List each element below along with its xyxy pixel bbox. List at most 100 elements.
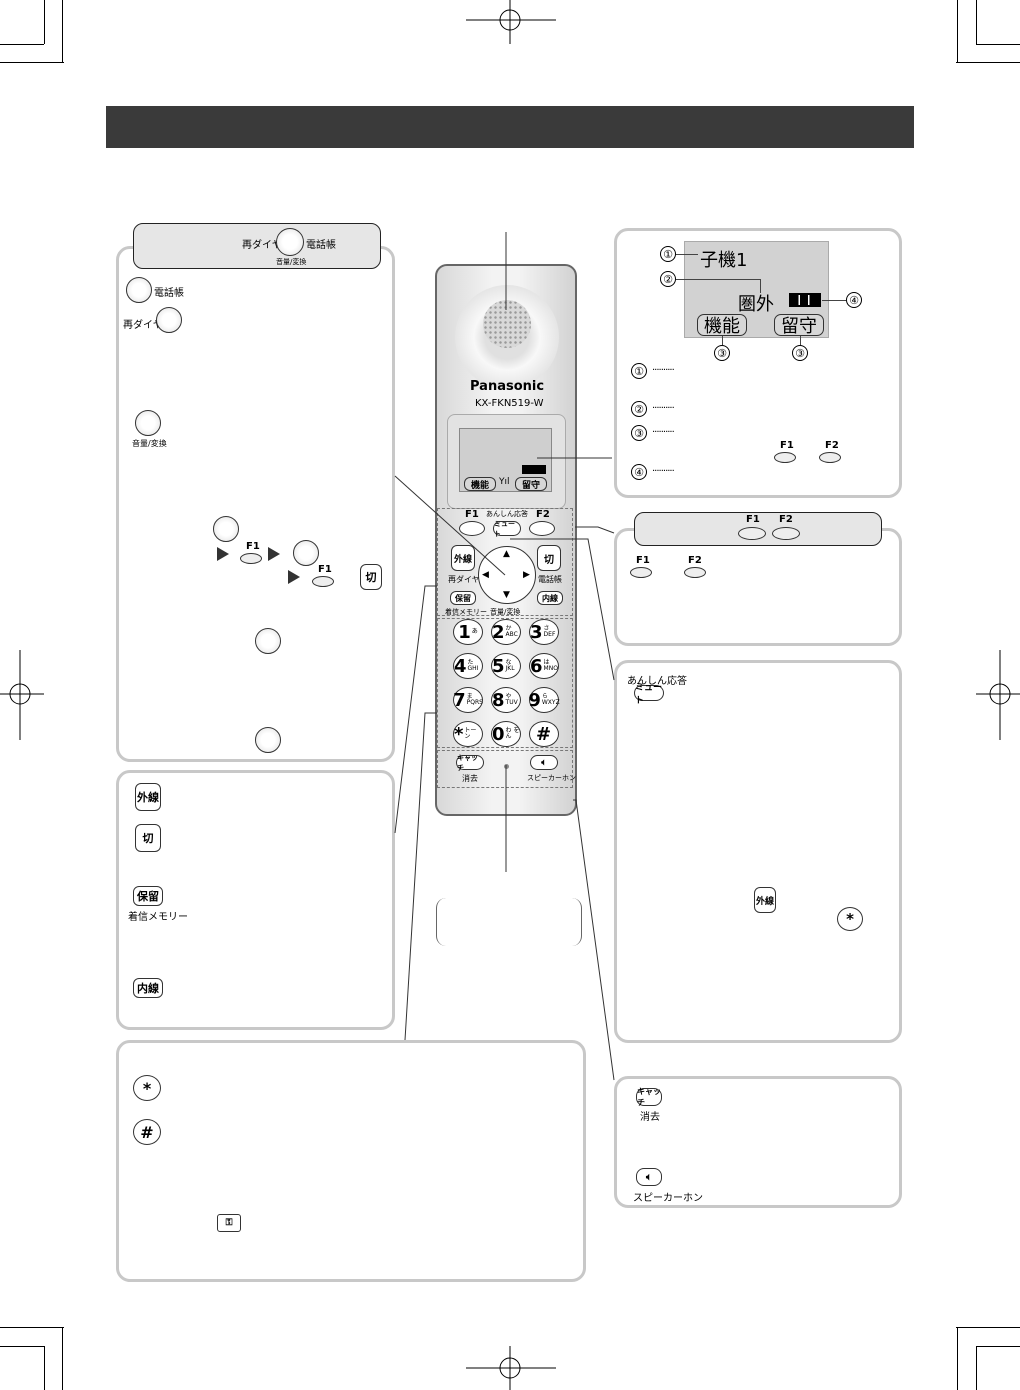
f1-label: F1 <box>318 564 332 575</box>
hold-key[interactable]: 保留 <box>450 591 476 605</box>
f2-label: F2 <box>688 555 702 566</box>
lock-icon: ⚿ <box>217 1214 241 1232</box>
off-key[interactable]: 切 <box>537 545 561 571</box>
dial-key-letters: か ABC <box>505 625 518 638</box>
crop-mark <box>0 1327 64 1328</box>
f2-key[interactable] <box>529 521 555 536</box>
dial-key-letters: ま PQRS <box>466 693 483 706</box>
phone-msg-soft: 留守 <box>515 477 547 491</box>
nav-key[interactable] <box>478 546 536 604</box>
intercom-key[interactable]: 内線 <box>537 591 563 605</box>
bottom-key-zone <box>437 750 573 788</box>
brand-logo: Panasonic <box>470 379 545 394</box>
dial-key-letters: た GHI <box>467 659 479 672</box>
catch-key[interactable]: キャッチ <box>456 754 484 772</box>
function-key-panel <box>614 528 902 646</box>
dial-key-number: 6 <box>530 655 543 677</box>
microphone-caption-box <box>436 898 582 946</box>
page-header-bar <box>106 106 914 148</box>
leader-line <box>676 254 698 255</box>
nav-key-panel <box>116 246 395 762</box>
nav-updown-icon <box>255 727 281 753</box>
nav-right-icon <box>126 277 152 303</box>
marker-3a: ③ <box>714 345 730 361</box>
crop-mark <box>956 1327 1020 1328</box>
marker-3b: ③ <box>792 345 808 361</box>
leader-line <box>822 300 846 301</box>
volume-label: 音量/変換 <box>490 608 521 616</box>
dial-key-number: 0 <box>492 723 505 745</box>
catch-key-icon: キャッチ <box>636 1087 662 1107</box>
leader-line <box>800 336 801 345</box>
nav-updown-icon <box>135 410 161 436</box>
hash-key-icon: # <box>133 1119 161 1145</box>
battery-icon <box>789 293 821 307</box>
crop-mark <box>62 0 63 62</box>
f1-label: F1 <box>636 555 650 566</box>
volume-label: 音量/変換 <box>132 439 167 448</box>
dial-key-letters: や TUV <box>505 693 518 706</box>
speaker-grille-inner <box>483 300 531 348</box>
top-key-zone <box>437 508 573 616</box>
nav-key-icon <box>276 228 304 256</box>
legend-dots: ·········· <box>652 403 675 414</box>
dial-key-12[interactable]: # <box>529 721 559 747</box>
crop-mark <box>956 62 1020 63</box>
lcd-msg-label: 留守 <box>774 314 824 337</box>
leader-line <box>722 336 723 345</box>
star-hash-panel <box>116 1040 586 1282</box>
f2-key-icon <box>772 527 800 540</box>
dial-key-number: 3 <box>530 621 543 643</box>
registration-mark-top <box>466 0 556 44</box>
outside-line-key[interactable]: 外線 <box>451 545 475 571</box>
anshin-panel <box>614 660 902 1043</box>
dial-key-letters: な JKL <box>505 659 515 672</box>
nav-left-icon <box>156 307 182 333</box>
dial-key-letters: トーン <box>464 727 477 740</box>
dial-key-number: 5 <box>492 655 505 677</box>
speakerphone-label: スピーカーホン <box>633 1193 703 1204</box>
off-key-icon: 切 <box>135 824 161 852</box>
registration-mark-right <box>976 650 1020 740</box>
star-key-icon: * <box>837 907 863 931</box>
arrow-icon <box>268 547 280 561</box>
f1-label: F1 <box>746 514 760 525</box>
f2-key-icon <box>819 452 841 463</box>
dial-key-10[interactable]: *トーン <box>453 721 483 747</box>
mute-key[interactable]: ミュート <box>493 520 521 538</box>
leader-line <box>676 279 760 280</box>
crop-mark <box>44 1346 45 1390</box>
intercom-key-icon: 内線 <box>133 978 163 998</box>
dial-key-number: 2 <box>492 621 505 643</box>
dial-key-zone <box>437 618 573 748</box>
legend-dots: ·········· <box>652 466 675 477</box>
nav-updown-icon <box>293 540 319 566</box>
f1-key[interactable] <box>459 521 485 536</box>
phone-battery-icon <box>522 465 546 474</box>
dial-key-number: # <box>535 723 552 745</box>
nav-updown-icon <box>213 516 239 542</box>
incoming-memory-label: 着信メモリー <box>445 608 487 616</box>
nav-updown-icon <box>255 628 281 654</box>
nav-key-tab <box>133 223 381 269</box>
legend-1: ① <box>631 363 647 379</box>
phone-func-soft: 機能 <box>464 477 496 491</box>
arrow-icon <box>217 547 229 561</box>
speakerphone-label: スピーカーホン <box>527 774 576 782</box>
f2-label: F2 <box>536 509 550 520</box>
registration-mark-left <box>0 650 44 740</box>
anshin-label: あんしん応答 <box>627 676 687 687</box>
speaker-key[interactable]: 🔈︎ <box>530 755 558 770</box>
crop-mark <box>976 0 977 44</box>
outside-line-key-icon: 外線 <box>135 783 161 811</box>
